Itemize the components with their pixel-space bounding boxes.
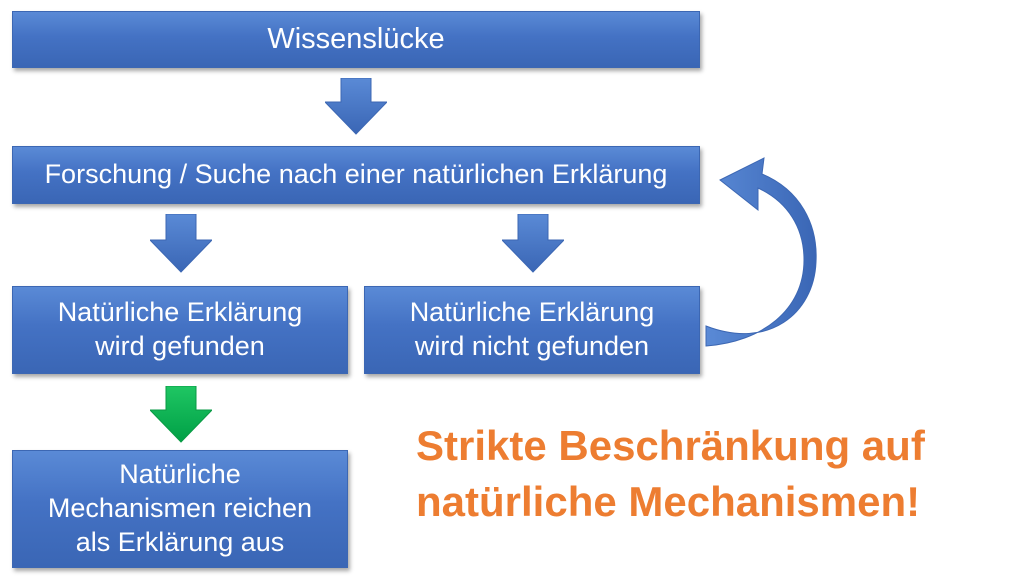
node-erklaerung-nicht-gefunden-label: Natürliche Erklärung wird nicht gefunden	[409, 297, 655, 361]
arrow-down-icon	[502, 214, 564, 273]
node-forschung-label: Forschung / Suche nach einer natürlichen…	[44, 159, 668, 190]
node-mechanismen: Natürliche Mechanismen reichen als Erklä…	[12, 450, 348, 568]
node-mechanismen-label: Natürliche Mechanismen reichen als Erklä…	[47, 459, 313, 557]
node-erklaerung-gefunden: Natürliche Erklärung wird gefunden	[12, 286, 348, 374]
arrow-down-icon	[150, 214, 212, 273]
node-wissensluecke-label: Wissenslücke	[267, 23, 445, 56]
arrow-down-green-icon	[150, 386, 212, 443]
node-wissensluecke: Wissenslücke	[12, 11, 700, 68]
node-erklaerung-nicht-gefunden: Natürliche Erklärung wird nicht gefunden	[364, 286, 700, 374]
node-forschung: Forschung / Suche nach einer natürlichen…	[12, 146, 700, 204]
conclusion-text: Strikte Beschränkung auf natürliche Mech…	[416, 422, 925, 525]
loop-back-arrow-icon	[705, 157, 817, 347]
node-erklaerung-gefunden-label: Natürliche Erklärung wird gefunden	[57, 297, 303, 361]
arrow-down-icon	[325, 78, 387, 135]
